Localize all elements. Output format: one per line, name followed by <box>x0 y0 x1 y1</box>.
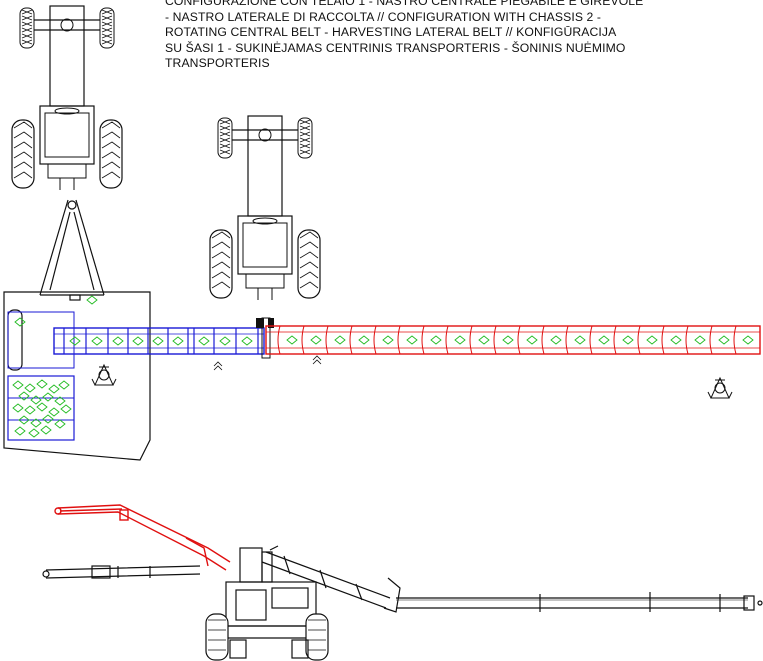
crop-bin <box>7 295 98 441</box>
drawbar <box>39 199 105 296</box>
folded-belt-side-view <box>54 504 231 571</box>
lateral-belt <box>265 325 761 355</box>
machine-body-side-view <box>205 547 329 661</box>
right-tractor-top-view <box>210 116 320 300</box>
walk-marker-2 <box>312 355 322 365</box>
walk-marker-1 <box>213 361 223 371</box>
left-tractor-top-view <box>12 6 122 190</box>
configuration-caption: CONFIGURAZIONE CON TELAIO 1 - NASTRO CEN… <box>165 0 644 71</box>
operator-figure-right <box>707 377 733 399</box>
left-belt-side-view <box>42 565 201 579</box>
inclined-belt-side-view <box>261 545 401 613</box>
long-belt-side-view <box>396 592 763 612</box>
operator-figure-left <box>91 364 117 386</box>
central-belt <box>53 327 265 355</box>
belt-joint <box>256 317 274 359</box>
